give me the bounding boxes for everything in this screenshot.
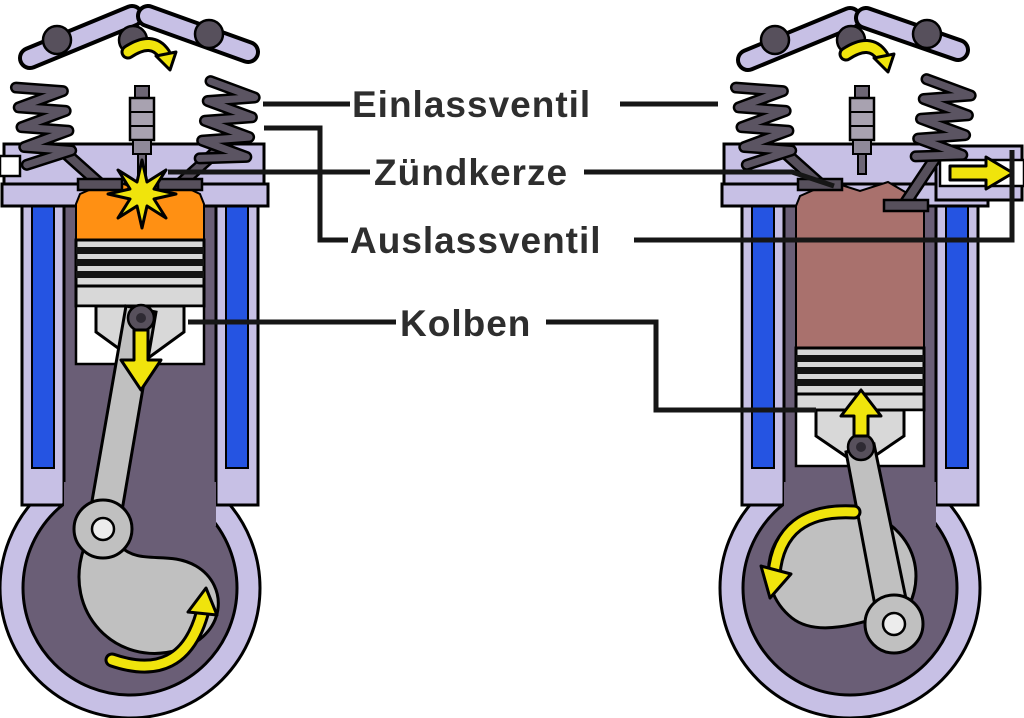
piston-up-arrow-icon (839, 388, 883, 438)
piston-ring (796, 367, 924, 374)
valve-spring-icon (916, 79, 972, 163)
engine-left (0, 4, 270, 718)
cam-icon (911, 18, 943, 50)
piston-ring (76, 247, 204, 254)
valve-spring-icon (736, 81, 792, 165)
label-piston: Kolben (400, 303, 532, 344)
crank-rotation-arrow-icon (104, 586, 219, 674)
intake-port (0, 154, 22, 178)
valve-spring-icon (200, 81, 256, 165)
explosion-star-icon (106, 158, 178, 230)
crank-web (77, 544, 220, 655)
piston-down-arrow-icon (119, 328, 163, 392)
piston-skirt (74, 284, 206, 308)
water-jacket-left (31, 201, 55, 469)
piston-pin-center (136, 313, 146, 323)
exhaust-valve-head (156, 177, 204, 192)
pointer-exhaust-left (264, 125, 348, 243)
valve-spring-icon (16, 81, 72, 165)
piston-ring (76, 259, 204, 266)
crank-pin (90, 516, 116, 542)
pointer-exhaust-right (634, 150, 1015, 243)
exhaust-flow-arrow-icon (948, 155, 1015, 191)
label-exhaust-valve: Auslassventil (350, 220, 602, 261)
exhaust-gas (795, 180, 925, 353)
engine-right (718, 6, 1024, 718)
crank-rotation-arrow-icon (759, 504, 862, 600)
cam-rotation-arrow-icon (838, 39, 896, 74)
cam-icon (41, 24, 73, 56)
cam-rotation-arrow-icon (120, 37, 178, 72)
piston-ring (796, 355, 924, 362)
pointer-piston-right (546, 319, 816, 413)
exhaust-valve-head (882, 198, 930, 213)
piston-pin-center (856, 442, 866, 452)
pointer-sparkplug-right (584, 169, 835, 189)
exhaust-valve-open (882, 147, 945, 213)
intake-valve-head (76, 177, 124, 192)
cam-icon (759, 24, 791, 56)
label-intake-valve: Einlassventil (352, 84, 592, 125)
crank-pin (881, 611, 907, 637)
water-jacket-right (225, 201, 249, 469)
pointer-lines (168, 101, 1015, 413)
cam-icon (193, 18, 225, 50)
label-spark-plug: Zündkerze (374, 152, 569, 193)
piston-ring (796, 379, 924, 386)
piston-ring (76, 271, 204, 278)
